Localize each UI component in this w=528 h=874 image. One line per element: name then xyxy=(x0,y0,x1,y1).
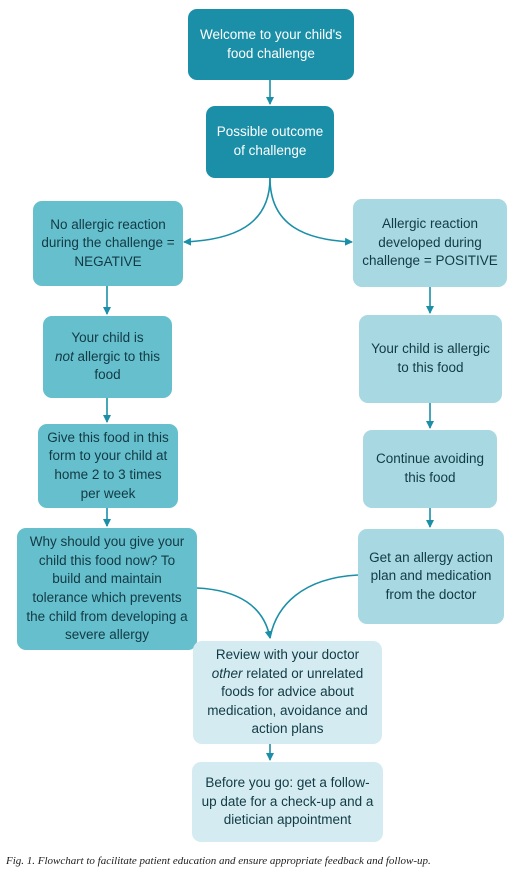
before-go-box: Before you go: get a follow-up date for … xyxy=(192,762,383,842)
allergic-box: Your child is allergic to this food xyxy=(359,315,502,403)
outcome-text: Possible outcome of challenge xyxy=(216,124,324,158)
why-give-box: Why should you give your child this food… xyxy=(17,528,197,650)
give-food-box: Give this food in this form to your chil… xyxy=(38,424,178,508)
arrow-outcome-to-negative xyxy=(183,177,271,246)
review-box: Review with your doctor other related or … xyxy=(193,641,382,744)
arrow-outcome-to-positive xyxy=(269,177,353,246)
not-allergic-box: Your child is not allergic to this food xyxy=(43,316,172,398)
review-text-em: other xyxy=(211,665,243,681)
not-allergic-text-em: not xyxy=(54,348,74,364)
arrow-why-give-to-review xyxy=(196,587,273,639)
review-text-post: related or unrelated foods for advice ab… xyxy=(207,665,368,737)
review-text-pre: Review with your doctor xyxy=(215,646,360,662)
not-allergic-text-pre: Your child is xyxy=(71,330,144,346)
review-text: Review with your doctor other related or … xyxy=(199,646,376,739)
figure-caption: Fig. 1. Flowchart to facilitate patient … xyxy=(6,855,431,867)
give-food-text: Give this food in this form to your chil… xyxy=(47,429,169,501)
negative-box: No allergic reaction during the challeng… xyxy=(33,201,183,286)
not-allergic-text-post: allergic to this food xyxy=(77,348,161,383)
positive-box: Allergic reaction developed during chall… xyxy=(353,199,507,287)
action-plan-text: Get an allergy action plan and medicatio… xyxy=(369,549,493,602)
arrow-action-plan-to-review xyxy=(269,574,359,639)
action-plan-box: Get an allergy action plan and medicatio… xyxy=(358,529,504,624)
outcome-box: Possible outcome of challenge xyxy=(206,106,334,178)
before-go-text: Before you go: get a follow-up date for … xyxy=(201,775,374,828)
continue-avoiding-box: Continue avoiding this food xyxy=(363,430,497,508)
not-allergic-text: Your child is not allergic to this food xyxy=(49,329,166,385)
why-give-text: Why should you give your child this food… xyxy=(26,534,188,643)
welcome-box: Welcome to your child's food challenge xyxy=(188,9,354,80)
positive-text: Allergic reaction developed during chall… xyxy=(362,216,498,269)
continue-avoiding-text: Continue avoiding this food xyxy=(375,451,485,485)
allergic-text: Your child is allergic to this food xyxy=(371,341,490,375)
negative-text: No allergic reaction during the challeng… xyxy=(41,216,175,269)
welcome-text: Welcome to your child's food challenge xyxy=(200,26,342,61)
